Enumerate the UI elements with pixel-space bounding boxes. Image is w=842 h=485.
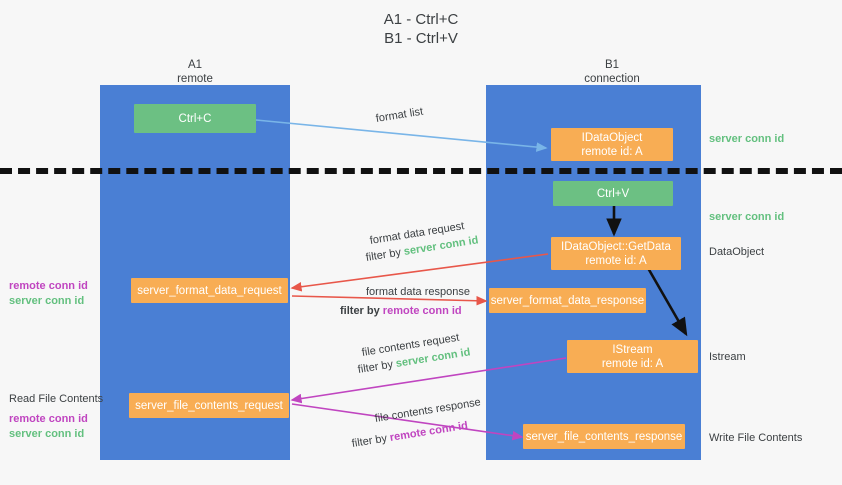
box-istream[interactable]: IStream remote id: A — [567, 340, 698, 373]
divider-dashed-line — [0, 168, 842, 174]
box-idataobject[interactable]: IDataObject remote id: A — [551, 128, 673, 161]
box-server-format-data-request-label: server_format_data_request — [137, 284, 282, 297]
left-label-server-conn-id-1: server conn id — [9, 295, 85, 307]
right-label-istream: Istream — [709, 351, 746, 363]
box-server-file-contents-request[interactable]: server_file_contents_request — [129, 393, 289, 418]
box-getdata[interactable]: IDataObject::GetData remote id: A — [551, 237, 681, 270]
edge-label-format-data-response: format data response — [366, 286, 470, 298]
box-ctrl-c-label: Ctrl+C — [178, 112, 212, 125]
box-ctrl-c[interactable]: Ctrl+C — [134, 104, 256, 133]
remote-conn-id-text: remote conn id — [382, 305, 462, 317]
edge-label-format-list: format list — [374, 105, 424, 125]
box-istream-title: IStream — [612, 343, 653, 356]
right-label-dataobject: DataObject — [709, 246, 765, 258]
box-ctrl-v[interactable]: Ctrl+V — [553, 181, 673, 206]
box-idataobject-sub: remote id: A — [581, 145, 643, 158]
box-idataobject-title: IDataObject — [581, 131, 643, 144]
box-server-format-data-request[interactable]: server_format_data_request — [131, 278, 288, 303]
remote-conn-id-text-2: remote conn id — [389, 419, 469, 444]
right-label-server-conn-id-1: server conn id — [709, 133, 785, 145]
column-header-b1: B1 connection — [512, 58, 712, 86]
box-server-format-data-response[interactable]: server_format_data_response — [489, 288, 646, 313]
edge-filter-file-contents-response: filter by remote conn id — [351, 419, 469, 452]
left-label-server-conn-id-2: server conn id — [9, 428, 85, 440]
page-title: A1 - Ctrl+C B1 - Ctrl+V — [383, 11, 459, 47]
right-label-write-file-contents: Write File Contents — [709, 432, 803, 444]
box-getdata-sub: remote id: A — [585, 254, 647, 267]
filter-by-text-2: filter by — [340, 305, 383, 317]
column-b1-subtitle: connection — [584, 73, 640, 85]
column-header-a1: A1 remote — [95, 58, 295, 86]
box-server-file-contents-request-label: server_file_contents_request — [135, 399, 283, 412]
box-server-file-contents-response-label: server_file_contents_response — [525, 430, 683, 443]
left-label-read-file-contents: Read File Contents — [9, 393, 104, 405]
edge-filter-format-data-response: filter by remote conn id — [340, 304, 462, 319]
column-a1-subtitle: remote — [177, 73, 213, 85]
filter-by-text-4: filter by — [350, 432, 391, 450]
box-server-file-contents-response[interactable]: server_file_contents_response — [523, 424, 685, 449]
left-label-remote-conn-id-2: remote conn id — [9, 413, 88, 425]
right-label-server-conn-id-2: server conn id — [709, 211, 785, 223]
box-getdata-title: IDataObject::GetData — [561, 240, 671, 253]
box-ctrl-v-label: Ctrl+V — [596, 187, 630, 200]
box-istream-sub: remote id: A — [601, 357, 664, 370]
column-a1-name: A1 — [187, 59, 203, 71]
column-b1-name: B1 — [604, 59, 620, 71]
box-server-format-data-response-label: server_format_data_response — [490, 294, 645, 307]
left-label-remote-conn-id-1: remote conn id — [9, 280, 88, 292]
